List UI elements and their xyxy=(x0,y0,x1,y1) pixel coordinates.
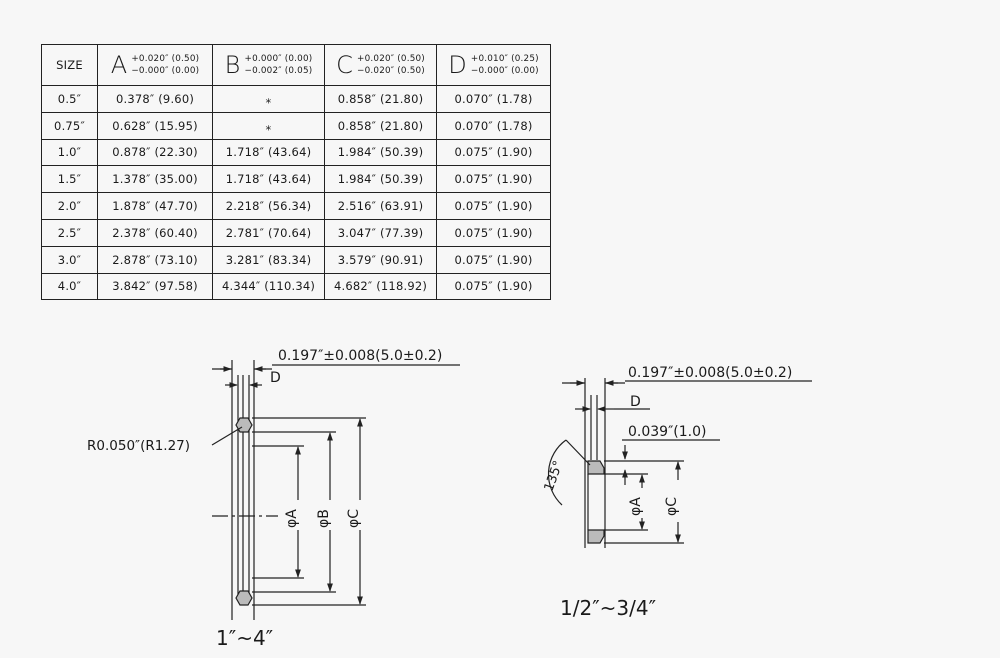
column-header-a: A +0.020″ (0.50) −0.000″ (0.00) xyxy=(97,44,213,86)
column-letter: C xyxy=(336,51,354,79)
angle-label: 135° xyxy=(542,459,567,494)
tolerance-minus: −0.020″ (0.50) xyxy=(357,66,425,76)
column-header-b: B +0.000″ (0.00) −0.002″ (0.05) xyxy=(212,44,325,86)
a-cell: 3.842″ (97.58) xyxy=(97,272,213,301)
a-cell: 0.878″ (22.30) xyxy=(97,138,213,167)
size-cell: 1.5″ xyxy=(41,165,98,194)
large-gasket-labels: 0.197″±0.008(5.0±0.2) D R0.050″(R1.27) φ… xyxy=(87,348,442,650)
table-header-row: SIZE A +0.020″ (0.50) −0.000″ (0.00) B +0… xyxy=(41,44,551,86)
column-letter: D xyxy=(448,51,467,79)
b-cell: ⁎ xyxy=(212,111,325,140)
diameter-b-label: φB xyxy=(316,509,332,528)
b-cell: 2.781″ (70.64) xyxy=(212,218,325,247)
large-gasket-drawing xyxy=(211,360,460,620)
table-row: 0.5″0.378″ (9.60)⁎0.858″ (21.80)0.070″ (… xyxy=(41,85,551,113)
table-row: 0.75″0.628″ (15.95)⁎0.858″ (21.80)0.070″… xyxy=(41,111,551,140)
dimension-table: SIZE A +0.020″ (0.50) −0.000″ (0.00) B +0… xyxy=(41,44,551,301)
diameter-c-label: φC xyxy=(664,497,680,516)
d-cell: 0.075″ (1.90) xyxy=(436,272,551,301)
c-cell: 0.858″ (21.80) xyxy=(324,85,437,113)
d-cell: 0.075″ (1.90) xyxy=(436,245,551,274)
thickness-label: 0.197″±0.008(5.0±0.2) xyxy=(278,348,442,364)
diameter-a-label: φA xyxy=(628,497,644,516)
b-cell: 4.344″ (110.34) xyxy=(212,272,325,301)
column-letter: A xyxy=(110,51,128,79)
tolerance-plus: +0.020″ (0.50) xyxy=(131,54,200,64)
size-cell: 1.0″ xyxy=(41,138,98,167)
tolerance-plus: +0.010″ (0.25) xyxy=(470,54,539,64)
c-cell: 2.516″ (63.91) xyxy=(324,192,437,220)
tolerance-minus: −0.000″ (0.00) xyxy=(470,66,539,76)
diameter-a-label: φA xyxy=(284,509,300,528)
c-cell: 4.682″ (118.92) xyxy=(324,272,437,301)
b-cell: ⁎ xyxy=(212,85,325,113)
column-header-d: D +0.010″ (0.25) −0.000″ (0.00) xyxy=(436,44,551,86)
tolerance-plus: +0.020″ (0.50) xyxy=(357,54,425,64)
a-cell: 1.878″ (47.70) xyxy=(97,192,213,220)
table-row: 1.0″0.878″ (22.30)1.718″ (43.64)1.984″ (… xyxy=(41,138,551,167)
diameter-c-label: φC xyxy=(346,509,362,528)
d-cell: 0.075″ (1.90) xyxy=(436,138,551,167)
size-cell: 3.0″ xyxy=(41,245,98,274)
thickness-label: 0.197″±0.008(5.0±0.2) xyxy=(628,365,792,381)
size-cell: 2.0″ xyxy=(41,192,98,220)
small-gasket-labels: 0.197″±0.008(5.0±0.2) D 0.039″(1.0) 135°… xyxy=(542,365,793,620)
step-label: 0.039″(1.0) xyxy=(628,424,707,440)
size-cell: 0.75″ xyxy=(41,111,98,140)
d-cell: 0.070″ (1.78) xyxy=(436,111,551,140)
c-cell: 0.858″ (21.80) xyxy=(324,111,437,140)
size-cell: 2.5″ xyxy=(41,218,98,247)
small-gasket-drawing xyxy=(547,378,812,548)
d-cell: 0.075″ (1.90) xyxy=(436,192,551,220)
tolerance-minus: −0.000″ (0.00) xyxy=(131,66,200,76)
b-cell: 3.281″ (83.34) xyxy=(212,245,325,274)
radius-label: R0.050″(R1.27) xyxy=(87,438,190,454)
tolerance-plus: +0.000″ (0.00) xyxy=(244,54,313,64)
column-header-c: C +0.020″ (0.50) −0.020″ (0.50) xyxy=(324,44,437,86)
column-letter: B xyxy=(224,51,241,79)
table-row: 4.0″3.842″ (97.58)4.344″ (110.34)4.682″ … xyxy=(41,272,551,301)
c-cell: 3.579″ (90.91) xyxy=(324,245,437,274)
tolerance-minus: −0.002″ (0.05) xyxy=(244,66,313,76)
d-label: D xyxy=(270,370,281,386)
size-header: SIZE xyxy=(41,44,98,86)
d-cell: 0.075″ (1.90) xyxy=(436,165,551,194)
d-label: D xyxy=(630,394,641,410)
large-gasket-caption: 1″~4″ xyxy=(216,626,273,650)
a-cell: 0.378″ (9.60) xyxy=(97,85,213,113)
small-gasket-caption: 1/2″~3/4″ xyxy=(560,596,656,620)
size-cell: 4.0″ xyxy=(41,272,98,301)
table-row: 2.0″1.878″ (47.70)2.218″ (56.34)2.516″ (… xyxy=(41,192,551,220)
table-row: 1.5″1.378″ (35.00)1.718″ (43.64)1.984″ (… xyxy=(41,165,551,194)
b-cell: 2.218″ (56.34) xyxy=(212,192,325,220)
